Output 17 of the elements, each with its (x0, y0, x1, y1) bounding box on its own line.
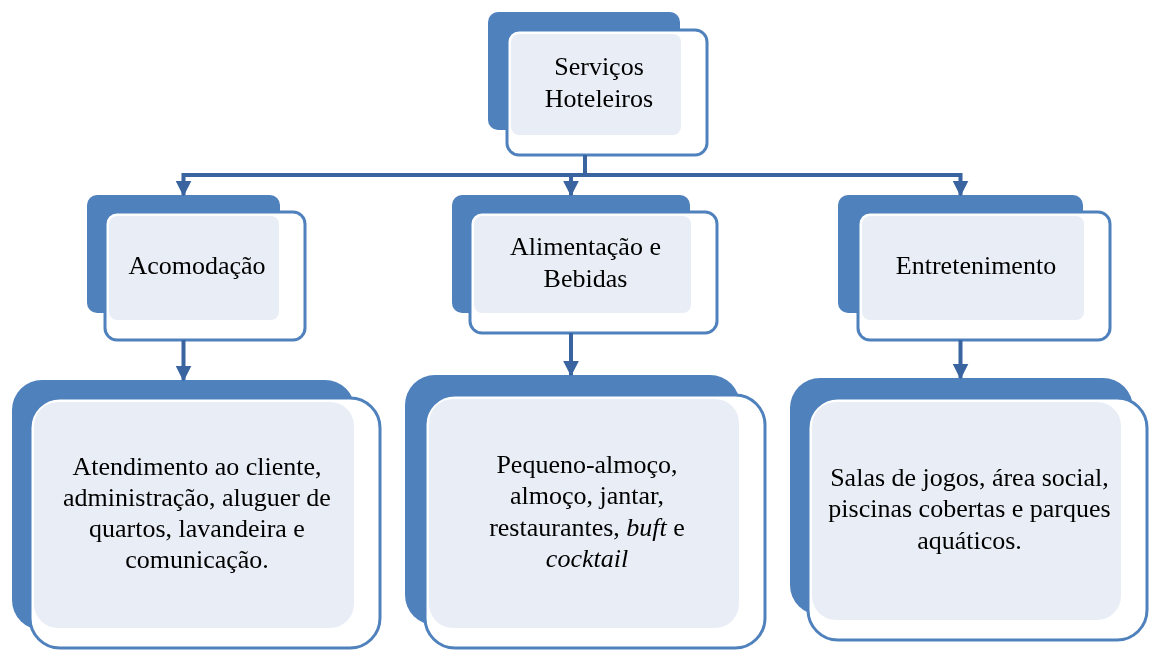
arrow (175, 340, 192, 382)
node-label: Pequeno-almoço, almoço, jantar, restaurantes, buft e cocktail (488, 449, 686, 574)
process-box (790, 378, 1147, 640)
node-label: Acomodação (128, 250, 266, 282)
node-label: Serviços Hoteleiros (543, 51, 655, 114)
process-box (488, 12, 707, 155)
process-box (838, 195, 1110, 340)
node-label: Entretenimento (895, 250, 1057, 282)
arrow (563, 333, 579, 377)
arrow (952, 340, 969, 380)
process-box (87, 195, 305, 340)
process-box (452, 195, 717, 333)
process-box (405, 375, 765, 648)
process-box (12, 380, 380, 648)
node-label: Alimentação e Bebidas (509, 231, 662, 294)
node-label: Salas de jogos, área social, piscinas cobertas e parques aquáticos. (827, 462, 1112, 556)
node-label: Atendimento ao cliente, administração, aluguer de quartos, lavandeira e comunicação. (62, 450, 332, 576)
